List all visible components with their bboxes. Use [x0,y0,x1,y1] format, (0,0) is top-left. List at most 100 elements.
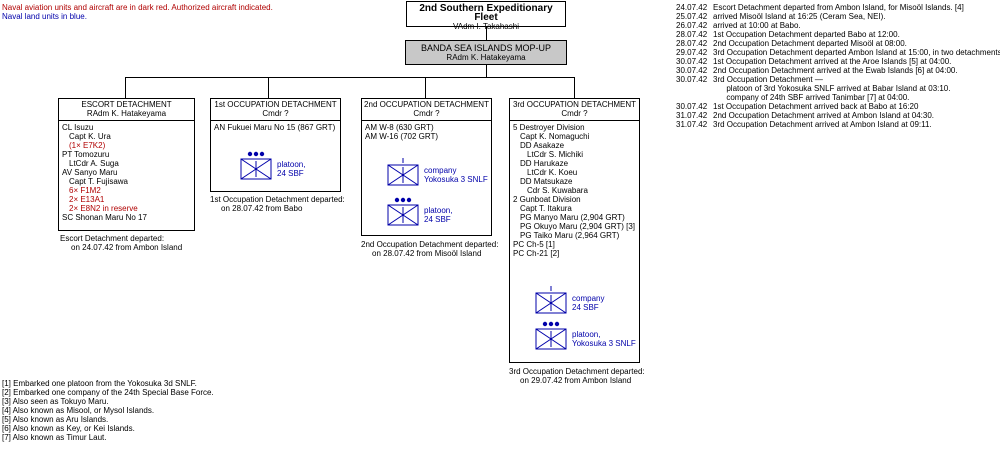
chronology-text: 1st Occupation Detachment departed Babo … [713,30,900,39]
roster-line: (1× E7K2) [69,141,106,150]
connector-horizontal [125,77,574,78]
roster-line: Capt K. Nomaguchi [520,132,590,141]
connector [486,27,487,40]
roster-line: Capt K. Ura [69,132,111,141]
chronology-date: 28.07.42 [676,30,708,39]
chronology-text: 3rd Occupation Detachment departed Ambon… [713,48,1000,57]
footnote: [3] Also seen as Tokuyo Maru. [2,397,109,406]
roster-line: LtCdr K. Koeu [527,168,578,177]
chronology-text: company of 24th SBF arrived Tanimbar [7]… [713,93,910,102]
roster-line: Capt T. Fujisawa [69,177,128,186]
escort-departure-note: Escort Detachment departed: on 24.07.42 … [60,234,182,252]
roster-line: DD Asakaze [520,141,565,150]
chronology-date: 31.07.42 [676,111,708,120]
note-line: on 29.07.42 from Ambon Island [520,376,632,385]
operation-title: BANDA SEA ISLANDS MOP-UP [420,43,552,53]
footnote: [2] Embarked one company of the 24th Spe… [2,388,214,397]
footnote: [6] Also known as Key, or Kei Islands. [2,424,135,433]
occ1-commander: Cmdr ? [262,109,289,118]
roster-line: 2× E8N2 in reserve [69,204,138,213]
chronology-date: 26.07.42 [676,21,708,30]
unit-label: Yokosuka 3 SNLF [572,339,636,348]
unit-label: platoon, [424,206,453,215]
occ3-title: 3rd OCCUPATION DETACHMENT [512,100,637,109]
roster-line: DD Harukaze [520,159,569,168]
occ3-commander: Cmdr ? [561,109,588,118]
platoon-symbol-icon [535,321,567,350]
roster-line: Cdr S. Kuwabara [527,186,588,195]
legend: Naval aviation units and aircraft are in… [2,3,273,21]
chronology-entry: 30.07.42 1st Occupation Detachment arrive… [676,102,998,111]
roster-line: PC Ch-21 [2] [513,249,560,258]
chronology-date: 30.07.42 [676,66,708,75]
occ3-detachment-box: 3rd OCCUPATION DETACHMENT Cmdr ? 5 Destr… [509,98,640,363]
fleet-title: 2nd Southern Expeditionary Fleet [419,3,553,23]
note-line: on 24.07.42 from Ambon Island [71,243,183,252]
chronology-entry: 28.07.42 1st Occupation Detachment depart… [676,30,998,39]
roster-line: AN Fukuei Maru No 15 (867 GRT) [214,123,336,132]
chronology-entry: platoon of 3rd Yokosuka SNLF arrived at … [676,84,998,93]
chronology-date: 30.07.42 [676,75,708,84]
fleet-box: 2nd Southern Expeditionary Fleet VAdm I.… [406,1,566,31]
legend-aviation: Naval aviation units and aircraft are in… [2,3,273,12]
footnote: [4] Also known as Misool, or Mysol Islan… [2,406,155,415]
chronology-date: 25.07.42 [676,12,708,21]
chronology-text: arrived Misoöl Island at 16:25 (Ceram Se… [713,12,886,21]
chronology-text: 1st Occupation Detachment arrived back a… [713,102,919,111]
occ2-detachment-box: 2nd OCCUPATION DETACHMENT Cmdr ? AM W-8 … [361,98,492,236]
fleet-commander: VAdm I. Takahashi [453,22,519,31]
connector [486,65,487,77]
roster-line: LtCdr S. Michiki [527,150,584,159]
roster-line: SC Shonan Maru No 17 [62,213,147,222]
roster-line: LtCdr A. Suga [69,159,119,168]
unit-label: 24 SBF [424,215,451,224]
unit-label: company [424,166,457,175]
escort-detachment-box: ESCORT DETACHMENT RAdm K. Hatakeyama CL … [58,98,195,231]
roster-line: PC Ch-5 [1] [513,240,555,249]
footnotes: [1] Embarked one platoon from the Yokosu… [2,379,214,442]
roster-line: DD Matsukaze [520,177,573,186]
operation-commander: RAdm K. Hatakeyama [446,53,526,62]
chronology-entry: 25.07.42 arrived Misoöl Island at 16:25 (… [676,12,998,21]
chronology-text: Escort Detachment departed from Ambon Is… [713,3,964,12]
connector [125,77,126,98]
unit-label: platoon, [572,330,601,339]
note-line: on 28.07.42 from Misoöl Island [372,249,482,258]
platoon-symbol-icon [240,151,272,180]
occ2-departure-note: 2nd Occupation Detachment departed: on 2… [361,240,498,258]
footnote: [7] Also known as Timur Laut. [2,433,107,442]
note-line: Escort Detachment departed: [60,234,165,243]
chronology-entry: company of 24th SBF arrived Tanimbar [7]… [676,93,998,102]
chronology-date: 30.07.42 [676,102,708,111]
connector [425,77,426,98]
escort-commander: RAdm K. Hatakeyama [86,109,167,118]
note-line: 1st Occupation Detachment departed: [210,195,345,204]
company-symbol-icon [535,286,567,314]
roster-line: 6× F1M2 [69,186,101,195]
roster-line: CL Isuzu [62,123,94,132]
occ2-title: 2nd OCCUPATION DETACHMENT [364,100,489,109]
chronology-date: 30.07.42 [676,57,708,66]
chronology-text: 2nd Occupation Detachment departed Misoö… [713,39,907,48]
roster-line: AM W-8 (630 GRT) [365,123,434,132]
unit-label: 24 SBF [572,303,599,312]
roster-line: AV Sanyo Maru [62,168,118,177]
chronology-date: 31.07.42 [676,120,708,129]
chronology-date [676,84,713,93]
company-symbol-icon [387,158,419,186]
occ3-departure-note: 3rd Occupation Detachment departed: on 2… [509,367,645,385]
roster-line: PT Tomozuru [62,150,110,159]
note-line: on 28.07.42 from Babo [221,204,303,213]
roster-line: 2 Gunboat Division [513,195,581,204]
unit-label: 24 SBF [277,169,304,178]
